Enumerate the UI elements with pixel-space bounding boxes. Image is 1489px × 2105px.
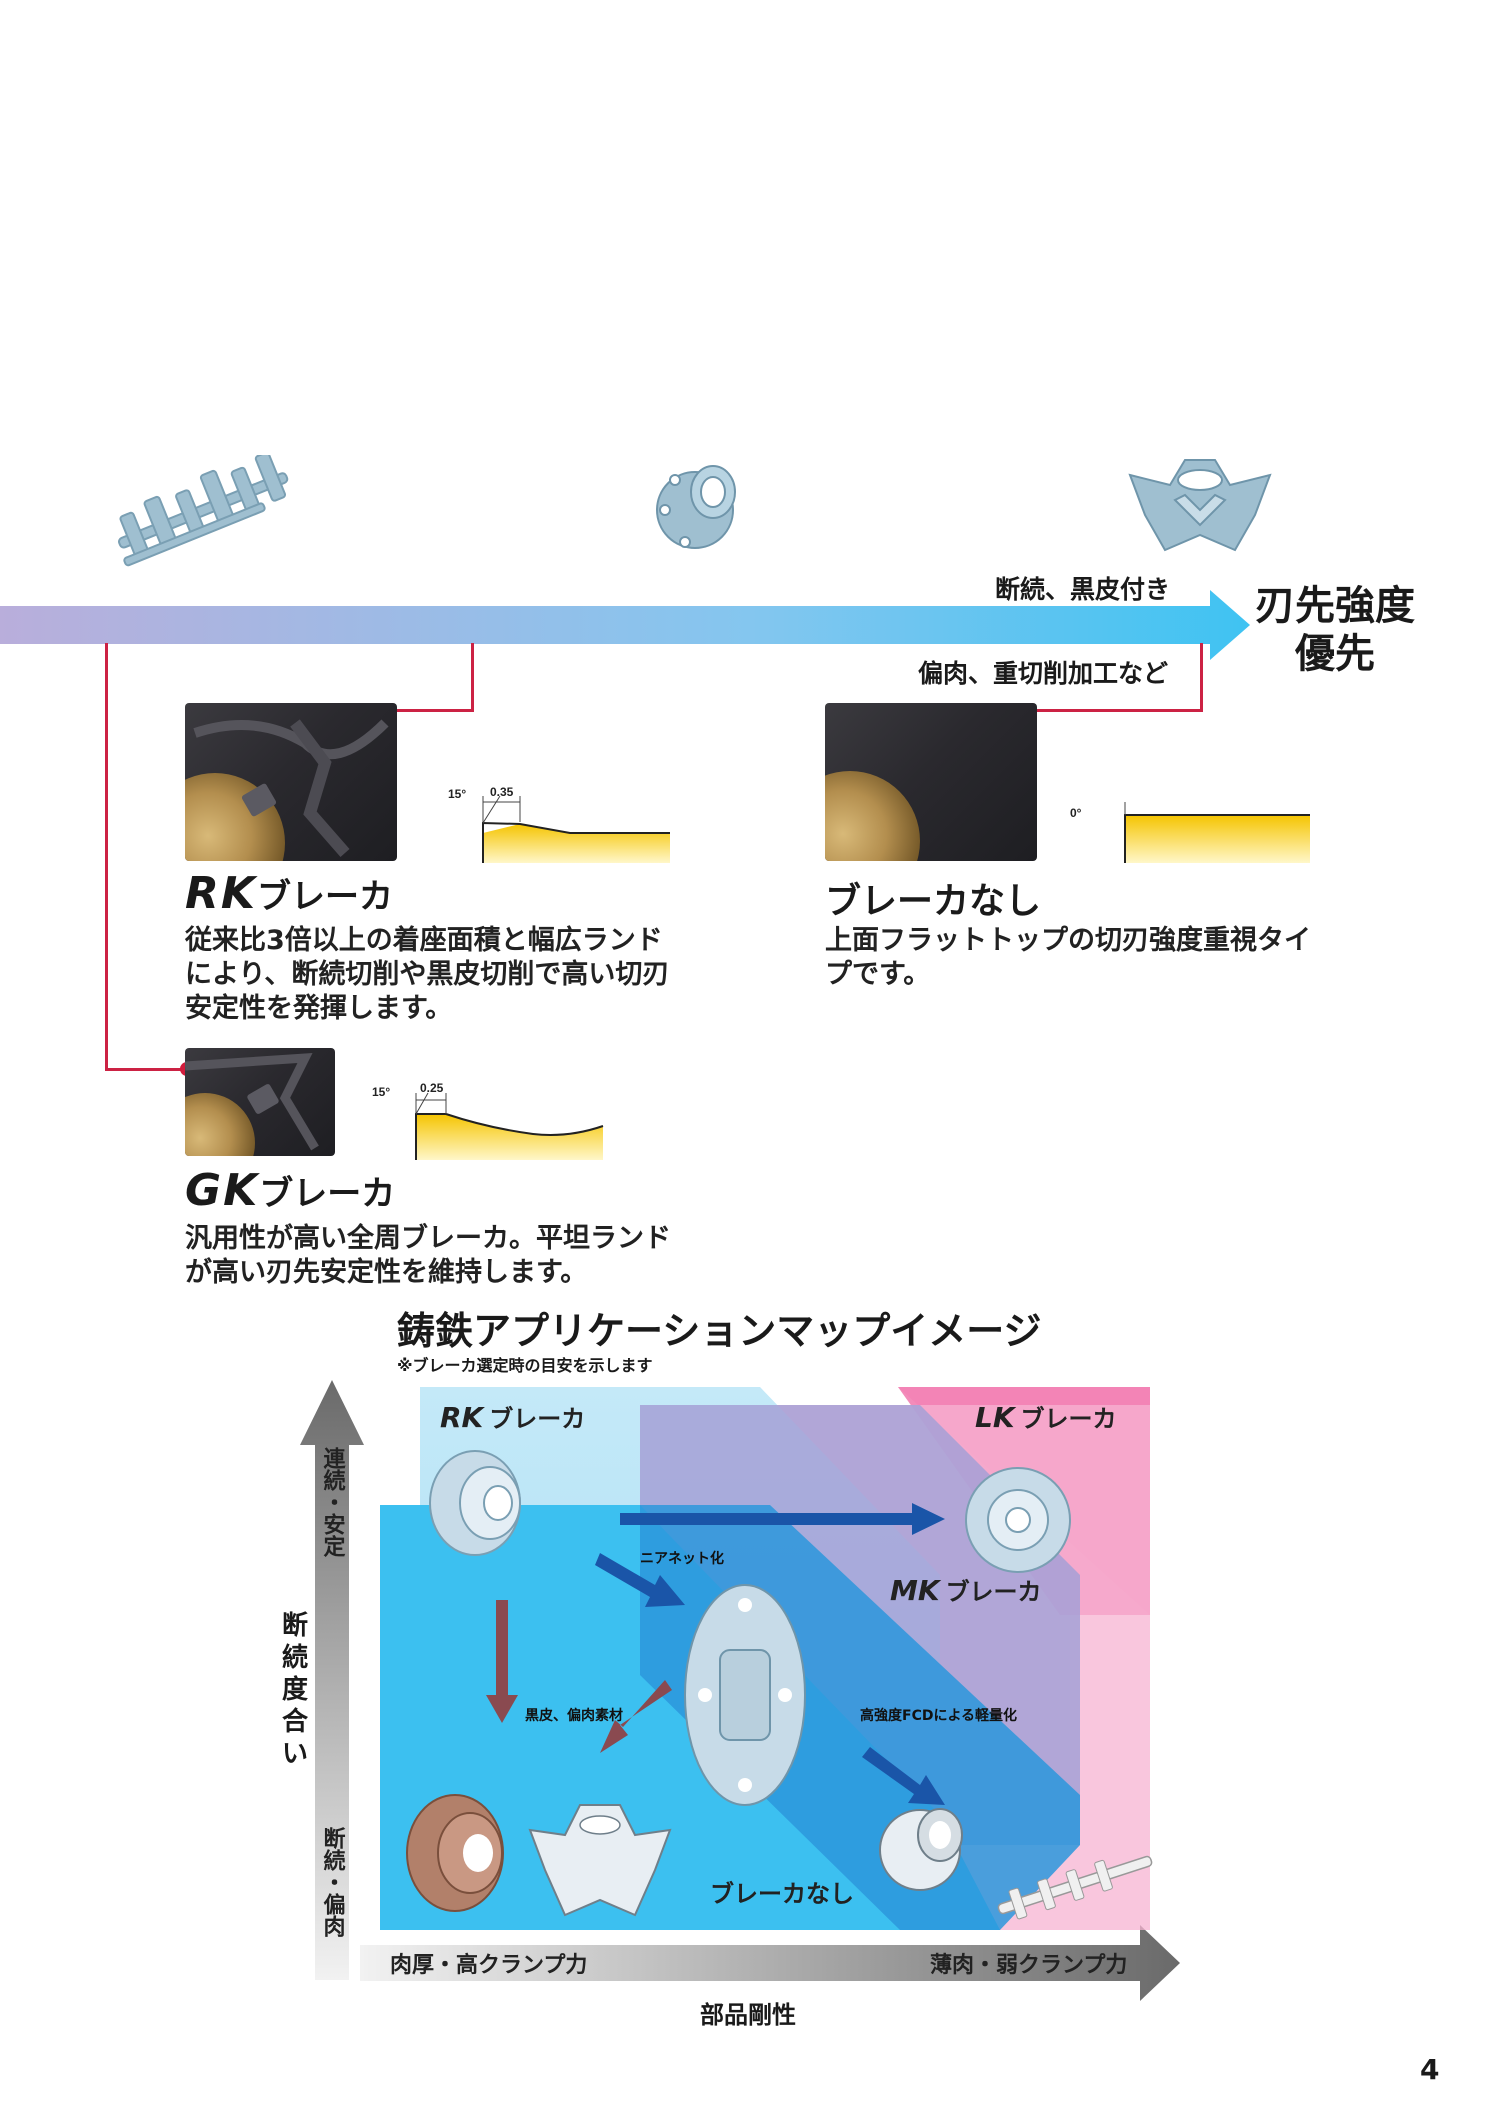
no-breaker-insert-hole [825, 771, 920, 861]
label-black-skin: 黒皮、偏肉素材 [525, 1707, 623, 1724]
gk-profile-land: 0.25 [420, 1081, 444, 1095]
label-high-fcd: 高強度FCDによる軽量化 [860, 1707, 1017, 1724]
rk-title-letters: RK [185, 868, 257, 919]
connector-none-vertical [1200, 643, 1203, 711]
page-number: 4 [1420, 2053, 1440, 2086]
gk-title-suffix: ブレーカ [259, 1174, 396, 1214]
map-hub-part [528, 1804, 672, 1917]
rk-title-suffix: ブレーカ [256, 877, 393, 917]
rk-profile-angle: 15° [448, 787, 466, 801]
flow-label-interrupted: 断続、黒皮付き [995, 575, 1171, 604]
gk-profile-angle: 15° [372, 1085, 390, 1099]
y-axis-main-label: 断続度合い [281, 1611, 308, 1769]
map-flange-part [684, 1584, 806, 1806]
arrow-rk-to-mk [595, 1553, 685, 1607]
no-breaker-profile-angle: 0° [1070, 806, 1082, 820]
label-near-net: ニアネット化 [640, 1550, 724, 1567]
connector-rk-vertical [471, 643, 474, 711]
y-axis-top-label: 連続・安定 [320, 1447, 346, 1558]
no-breaker-desc-line-1: 上面フラットトップの切刃強度重視タイ [825, 925, 1311, 956]
rk-desc-line-1: 従来比3倍以上の着座面積と幅広ランド [185, 925, 663, 956]
arrow-rk-down [486, 1600, 518, 1723]
x-axis-arrow [360, 1925, 1180, 2001]
map-note: ※ブレーカ選定時の目安を示します [397, 1356, 653, 1375]
arrow-mk-to-none [600, 1680, 672, 1753]
connector-gk-vertical [105, 643, 108, 1070]
map-bearing-part [429, 1450, 521, 1556]
map-housing-part [879, 1808, 963, 1891]
gk-desc-line-1: 汎用性が高い全周ブレーカ。平坦ランド [185, 1223, 671, 1254]
gk-insert-chipbreaker [185, 1052, 319, 1151]
y-axis-bottom-label: 断続・偏肉 [320, 1826, 346, 1938]
connector-rk-horizontal [388, 709, 474, 712]
arrow-mk-down-right [862, 1747, 945, 1805]
rk-insert-chipbreaker [193, 719, 389, 857]
gk-title-letters: GK [185, 1165, 260, 1216]
rk-breaker-description: 従来比3倍以上の着座面積と幅広ランド により、断続切削や黒皮切削で高い切刃 安定… [185, 924, 725, 1026]
rk-profile-land: 0.35 [490, 785, 514, 799]
flow-end-label: 刃先強度 優先 [1250, 582, 1420, 678]
x-axis-left-label: 肉厚・高クランプ力 [390, 1952, 587, 1978]
rk-desc-line-2: により、断続切削や黒皮切削で高い切刃 [185, 959, 670, 990]
gk-edge-profile: 15° 0.25 [372, 1081, 604, 1160]
no-breaker-description: 上面フラットトップの切刃強度重視タイ プです。 [825, 924, 1325, 992]
crankshaft-parts-illustration [118, 455, 289, 567]
gk-breaker-title: GKブレーカ [185, 1165, 395, 1216]
arrow-rk-to-lk [620, 1503, 945, 1535]
connector-gk-horizontal [105, 1068, 187, 1071]
gk-desc-line-2: が高い刃先安定性を維持します。 [185, 1257, 588, 1288]
housing-part-illustration [656, 465, 736, 549]
priority-flow-arrow [0, 590, 1250, 660]
map-no-breaker-label: ブレーカなし [710, 1880, 854, 1908]
no-breaker-desc-line-2: プです。 [825, 959, 931, 990]
hub-part-illustration [1128, 459, 1272, 552]
flow-end-label-line2: 優先 [1295, 631, 1375, 677]
gk-insert-photo [185, 1048, 335, 1156]
flow-label-heavy-cut: 偏肉、重切削加工など [918, 659, 1169, 688]
map-title: 鋳鉄アプリケーションマップイメージ [397, 1309, 1042, 1353]
map-wheel-part [965, 1467, 1071, 1573]
rk-insert-photo [185, 703, 397, 861]
rk-desc-line-3: 安定性を発揮します。 [185, 993, 453, 1024]
map-roller-part [406, 1794, 504, 1912]
rk-edge-profile: 15° 0.35 [448, 785, 670, 863]
x-axis-right-label: 薄肉・弱クランプ力 [930, 1953, 1127, 1978]
x-axis-main-label: 部品剛性 [700, 2001, 796, 2029]
map-shaft-part [997, 1855, 1153, 1920]
no-breaker-edge-profile: 0° [1070, 802, 1310, 863]
connector-none-horizontal [1030, 709, 1203, 712]
rk-breaker-title: RKブレーカ [185, 868, 393, 919]
flow-end-label-line1: 刃先強度 [1255, 583, 1415, 629]
no-breaker-insert-photo [825, 703, 1037, 861]
gk-breaker-description: 汎用性が高い全周ブレーカ。平坦ランド が高い刃先安定性を維持します。 [185, 1222, 725, 1290]
no-breaker-title: ブレーカなし [825, 881, 1042, 922]
y-axis-arrow [300, 1380, 364, 1980]
